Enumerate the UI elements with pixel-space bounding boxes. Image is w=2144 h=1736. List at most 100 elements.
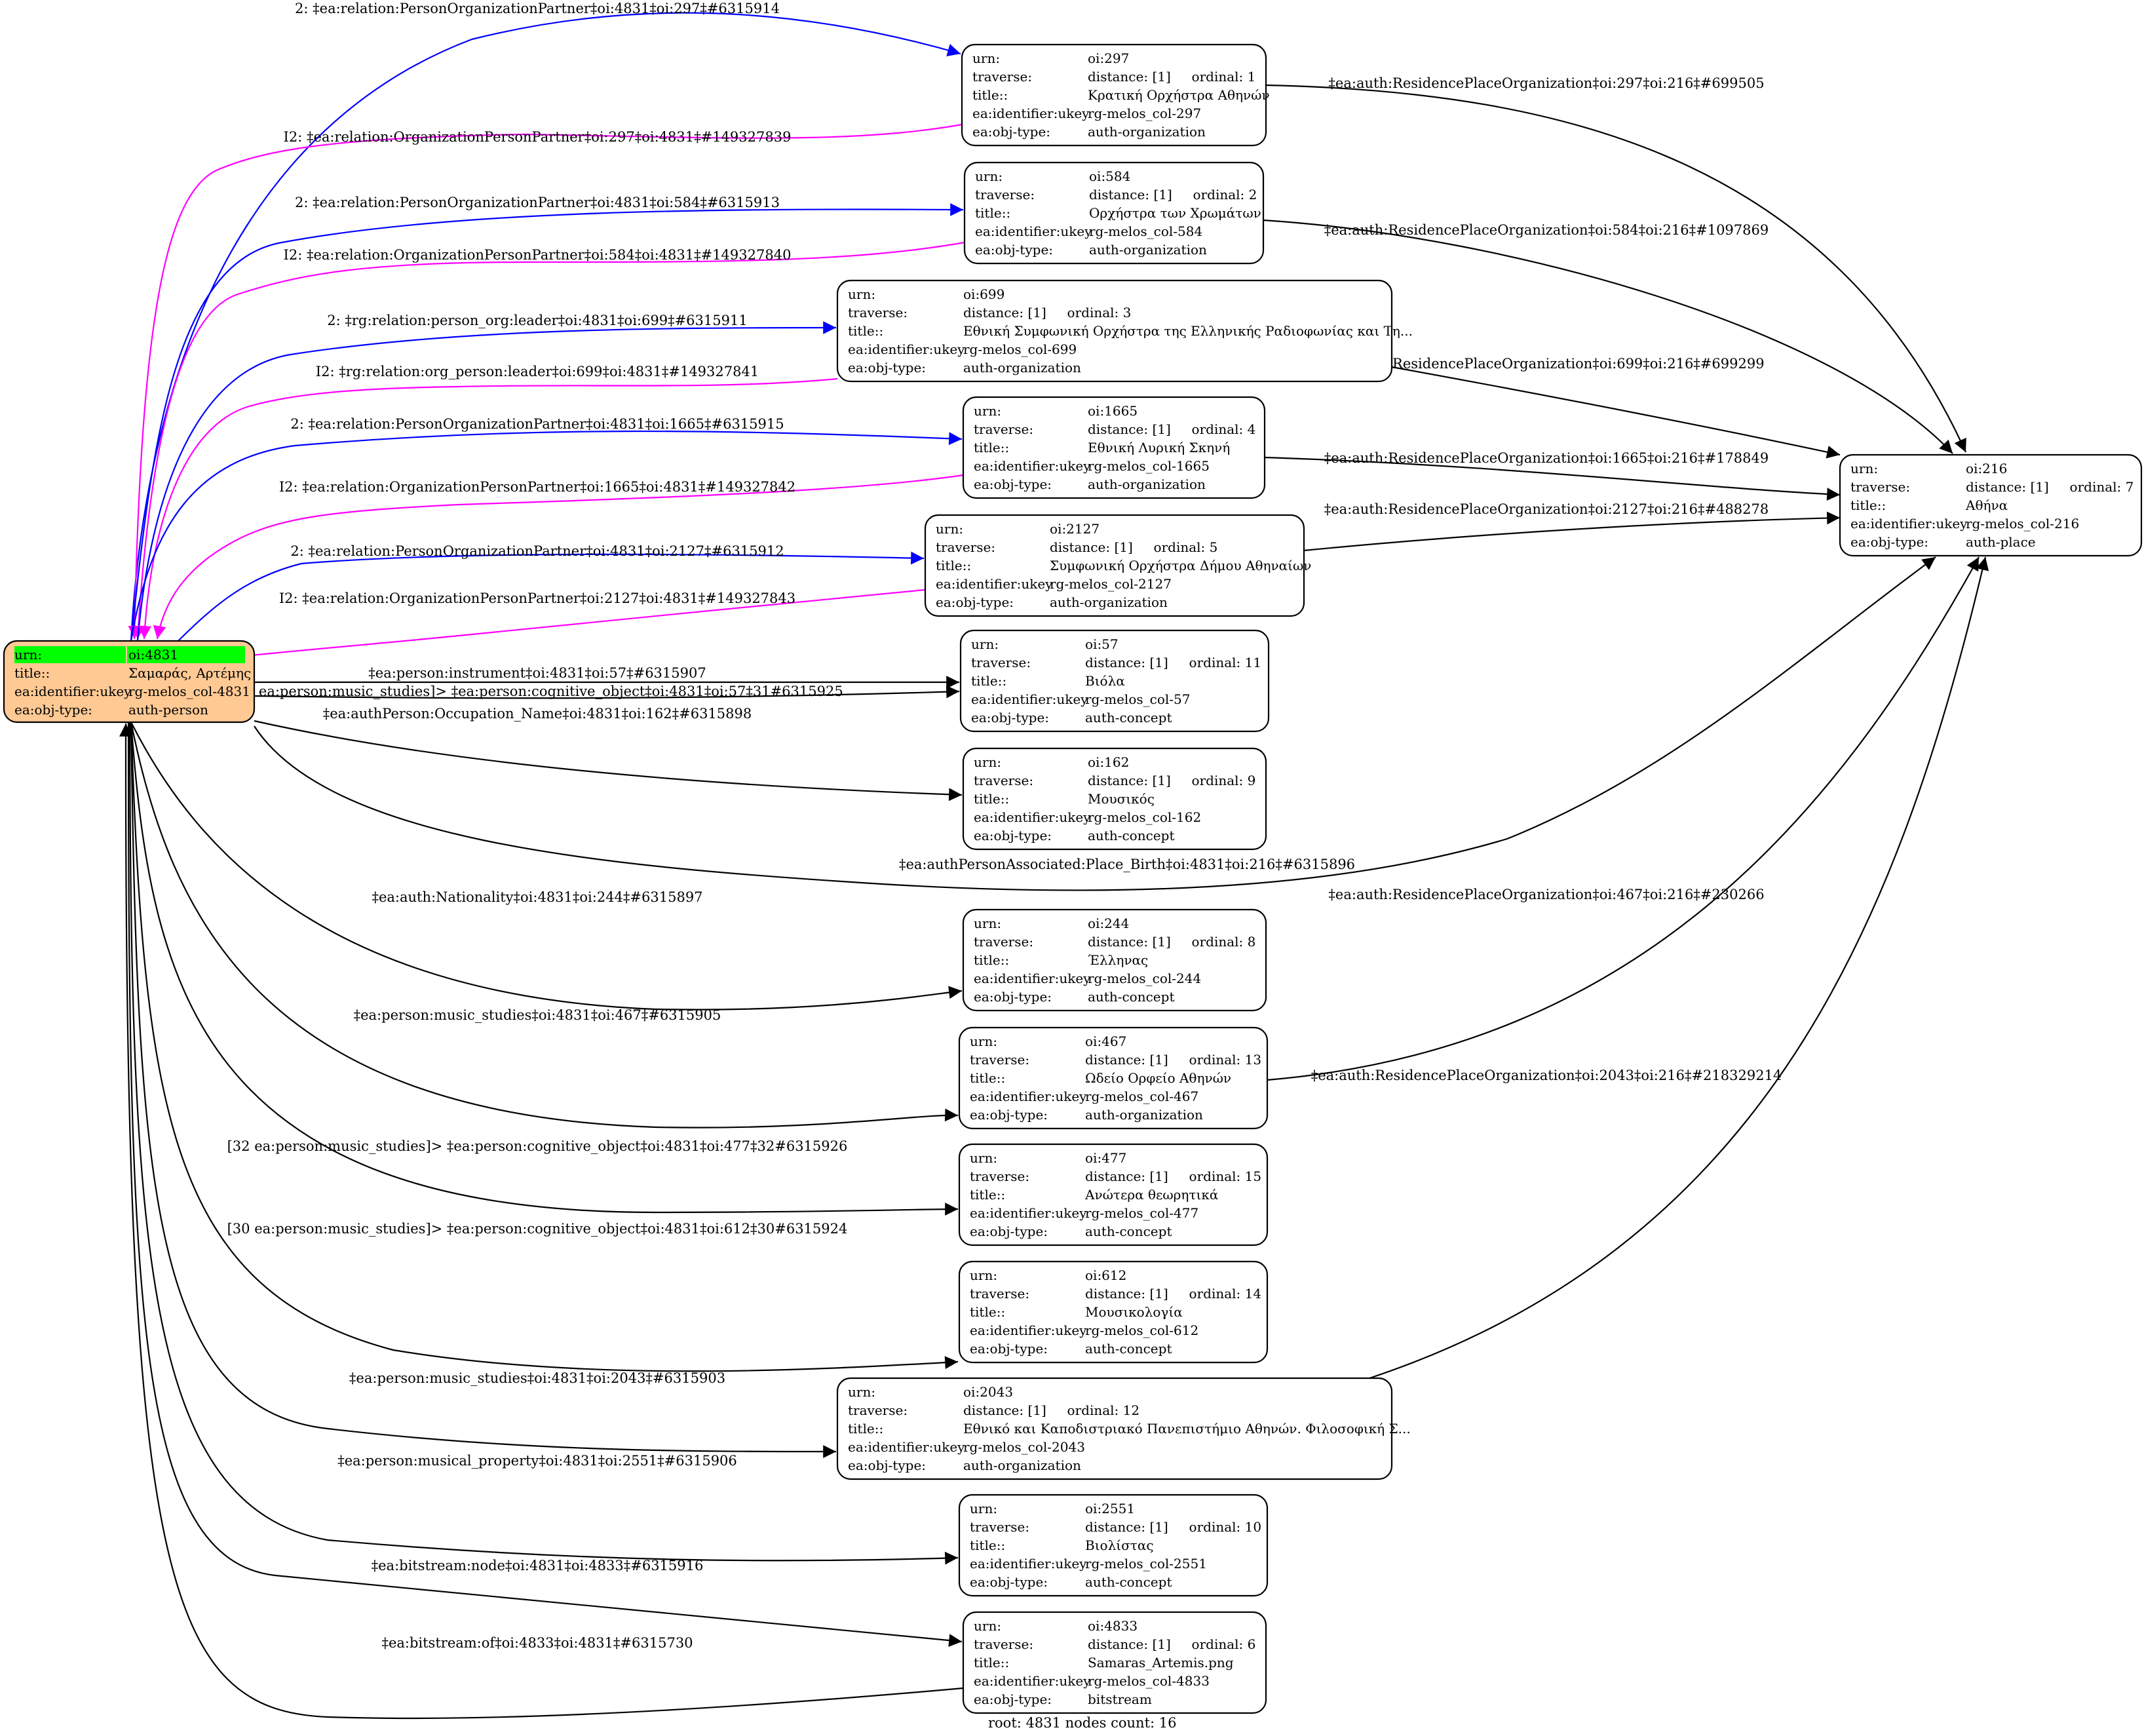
edge-699-to-4831 [138,377,838,640]
field-value-traverse: distance: [1] ordinal: 2 [1089,187,1257,203]
field-label-urn: urn: [972,50,1000,66]
node-box[interactable] [958,1143,1269,1246]
field-label-ukey: ea:identifier:ukey [970,1322,1087,1338]
edge-label: ‡ea:auth:ResidencePlaceOrganization‡oi:2… [1324,501,1769,517]
node-box[interactable] [1839,453,2143,557]
field-label-urn: urn: [971,636,999,652]
field-label-title: title:: [974,440,1009,455]
node-box[interactable] [958,1494,1269,1597]
node-box[interactable] [924,514,1305,617]
node-box[interactable] [836,1377,1393,1480]
field-label-urn: urn: [970,1150,997,1166]
edge-4831-to-244 [130,722,963,1011]
edge-label: 2: ‡ea:relation:PersonOrganizationPartne… [290,416,784,432]
edge-4831-to-612 [130,722,959,1372]
field-value-objtype: auth-organization [1050,594,1168,610]
field-value-traverse: distance: [1] ordinal: 13 [1085,1052,1261,1068]
field-label-urn: urn: [970,1267,997,1283]
field-label-objtype: ea:obj-type: [974,989,1052,1005]
field-value-ukey: rg-melos_col-467 [1085,1089,1198,1104]
edge-labels-layer: 2: ‡ea:relation:PersonOrganizationPartne… [227,1,1782,1651]
field-label-objtype: ea:obj-type: [972,124,1050,140]
node-box[interactable] [962,747,1267,851]
field-label-traverse: traverse: [970,1519,1029,1535]
field-label-traverse: traverse: [970,1168,1029,1184]
field-label-title: title:: [974,1655,1009,1670]
field-label-ukey: ea:identifier:ukey [1850,516,1968,531]
field-value-traverse: distance: [1] ordinal: 15 [1085,1168,1261,1184]
field-value-title: Εθνική Λυρική Σκηνή [1088,440,1230,455]
field-value-title: Μουσικολογία [1085,1304,1183,1320]
field-value-title: Συμφωνική Ορχήστρα Δήμου Αθηναίων [1050,558,1311,573]
edges-layer [119,12,1989,1720]
edge-2043-to-216 [1369,556,1989,1379]
field-label-title: title:: [970,1304,1005,1320]
edge-label: I2: ‡ea:relation:OrganizationPersonPartn… [284,247,792,263]
field-value-traverse: distance: [1] ordinal: 4 [1088,421,1255,437]
edge-4831-to-57 [254,685,960,699]
field-value-title: Ωδείο Ορφείο Αθηνών [1085,1070,1231,1086]
field-value-traverse: distance: [1] ordinal: 1 [1088,69,1255,85]
field-value-traverse: distance: [1] ordinal: 6 [1088,1636,1255,1652]
edge-1665-to-4831 [153,474,964,640]
field-label-ukey: ea:identifier:ukey [970,1089,1087,1104]
edge-label: ‡ea:auth:ResidencePlaceOrganization‡oi:6… [1328,356,1764,372]
field-label-urn: urn: [848,1384,875,1400]
edge-label: I2: ‡ea:relation:OrganizationPersonPartn… [279,479,795,495]
node-box[interactable] [962,908,1267,1012]
node-box[interactable] [962,396,1266,499]
field-label-ukey: ea:identifier:ukey [14,684,132,699]
edge-label: I2: ‡rg:relation:org_person:leader‡oi:69… [316,364,759,379]
edge-4831-to-4833 [127,722,963,1647]
edge-label: ‡ea:authPerson:Occupation_Name‡oi:4831‡o… [323,706,752,722]
field-value-title: Εθνική Συμφωνική Ορχήστρα της Ελληνικής … [963,323,1413,339]
field-label-urn: urn: [974,754,1001,770]
field-label-traverse: traverse: [975,187,1035,203]
edge-label: ‡ea:person:musical_property‡oi:4831‡oi:2… [337,1453,737,1469]
field-label-urn: urn: [975,168,1003,184]
edge-4831-to-297 [130,12,961,642]
field-label-traverse: traverse: [970,1052,1029,1068]
field-value-ukey: rg-melos_col-477 [1085,1205,1198,1221]
field-label-ukey: ea:identifier:ukey [971,691,1088,707]
node-box[interactable] [958,1026,1269,1130]
field-label-ukey: ea:identifier:ukey [970,1205,1087,1221]
node-box[interactable] [963,161,1265,265]
field-label-title: title:: [848,1421,883,1437]
field-value-traverse: distance: [1] ordinal: 8 [1088,934,1255,950]
node-box[interactable] [958,1260,1269,1364]
field-label-title: title:: [848,323,883,339]
field-label-title: title:: [936,558,971,573]
field-value-ukey: rg-melos_col-2043 [963,1439,1085,1455]
node-box[interactable] [836,279,1393,383]
field-label-urn: urn: [974,1618,1001,1634]
edge-label: ‡ea:auth:Nationality‡oi:4831‡oi:244‡#631… [372,889,702,905]
edge-label: ‡ea:person:music_studies‡oi:4831‡oi:467‡… [354,1007,721,1023]
field-value-ukey: rg-melos_col-699 [963,341,1077,357]
node-box[interactable] [959,629,1270,733]
field-value-urn: oi:1665 [1088,403,1138,419]
field-value-title: Αθήνα [1965,497,2008,513]
edge-label: ‡ea:auth:ResidencePlaceOrganization‡oi:2… [1311,1068,1782,1083]
node-box[interactable] [962,1611,1267,1714]
node-box[interactable] [961,43,1267,147]
field-label-ukey: ea:identifier:ukey [974,1673,1091,1689]
edge-4831-to-162 [254,720,963,801]
edge-4831-to-1665 [130,430,963,642]
